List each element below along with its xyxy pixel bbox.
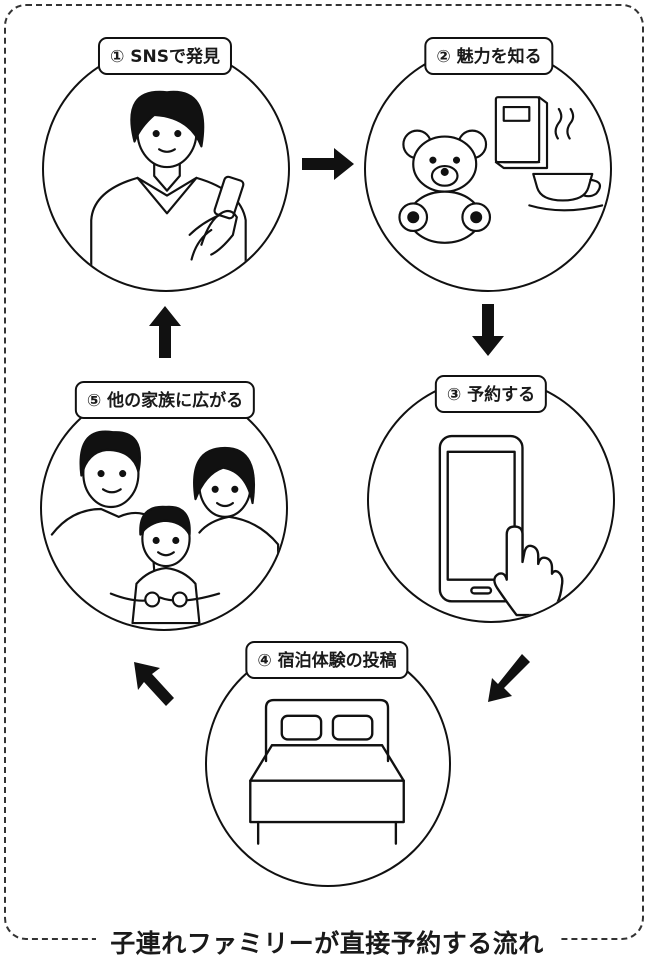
arrow-up-left-icon — [134, 662, 174, 706]
step-5-circle — [40, 385, 288, 631]
family-icon — [50, 430, 280, 625]
step-5-label: ⑤ 他の家族に広がる — [74, 381, 256, 419]
diagram-title: 子連れファミリーが直接予約する流れ — [0, 924, 654, 960]
hand-tapping-smartphone-icon — [438, 434, 564, 617]
step-3-label: ③ 予約する — [434, 375, 548, 413]
step-1-circle — [42, 46, 290, 292]
step-2-circle — [364, 46, 612, 292]
step-4-label: ④ 宿泊体験の投稿 — [245, 641, 409, 679]
double-bed-icon — [249, 698, 405, 845]
teddy-bear-book-teacup-icon — [398, 96, 604, 244]
arrow-down-icon — [472, 304, 504, 356]
arrow-down-left-icon — [488, 654, 530, 702]
arrow-up-icon — [149, 306, 181, 358]
person-with-smartphone-icon — [90, 90, 247, 286]
arrow-right-icon — [302, 148, 354, 180]
step-1-label: ① SNSで発見 — [97, 37, 233, 75]
step-2-label: ② 魅力を知る — [424, 37, 554, 75]
step-3-circle — [367, 377, 615, 623]
